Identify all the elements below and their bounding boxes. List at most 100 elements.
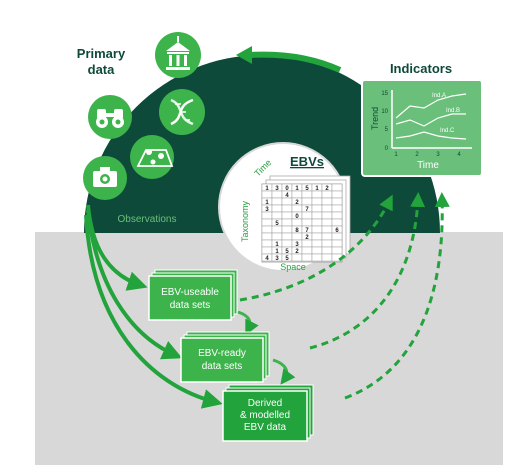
grid-cell-value: 5 (305, 186, 309, 192)
grid-cell (281, 225, 293, 234)
grid-cell-value: 1 (275, 249, 279, 255)
grid-cell (331, 239, 343, 248)
grid-cell (271, 225, 283, 234)
grid-cell (281, 218, 293, 227)
indicator-chart: Trend Time 0 5 10 15 1 2 3 4 Ind.A Ind.B… (361, 79, 483, 177)
grid-cell-value: 3 (265, 207, 269, 213)
indicator-series-label: Ind.A (432, 93, 446, 99)
indicator-ylabel: Trend (370, 107, 380, 130)
grid-cell (261, 211, 273, 220)
derived-line2: & modelled (240, 410, 290, 421)
grid-cell-value: 5 (285, 249, 289, 255)
grid-cell-value: 0 (295, 214, 299, 220)
ebv-ready-line1: EBV-ready (198, 348, 246, 359)
indicators-title: Indicators (390, 61, 452, 76)
grid-cell (311, 204, 323, 213)
indicator-ytick: 0 (385, 146, 389, 152)
grid-cell (311, 211, 323, 220)
grid-cell-value: 1 (275, 242, 279, 248)
dna-icon (159, 89, 205, 135)
derived-line3: EBV data (244, 422, 287, 433)
grid-cell (331, 190, 343, 199)
grid-cell (281, 232, 293, 241)
taxonomy-axis-label: Taxonomy (240, 200, 250, 242)
grid-cell (331, 204, 343, 213)
primary-data-title-line2: data (88, 62, 116, 77)
grid-cell-value: 8 (295, 228, 299, 234)
grid-cell (301, 246, 313, 255)
grid-cell (321, 211, 333, 220)
grid-cell (281, 239, 293, 248)
dashed-arrow-3 (344, 192, 450, 400)
observations-label: Observations (118, 214, 177, 225)
grid-cell (261, 225, 273, 234)
grid-cell (331, 197, 343, 206)
museum-icon (155, 32, 201, 78)
grid-cell (331, 183, 343, 192)
grid-cell (281, 204, 293, 213)
grid-cell (301, 253, 313, 262)
grid-cell-value: 1 (295, 186, 299, 192)
grid-cell (301, 218, 313, 227)
grid-cell (291, 232, 303, 241)
grid-cell (301, 211, 313, 220)
grid-cell-value: 2 (295, 249, 299, 255)
grid-cell (291, 253, 303, 262)
grid-cell-value: 1 (265, 200, 269, 206)
grid-cell (311, 218, 323, 227)
grid-cell (321, 218, 333, 227)
indicator-line-c (395, 131, 467, 140)
grid-cell-value: 3 (275, 256, 279, 262)
indicator-xtick: 1 (394, 152, 398, 158)
grid-cell-value: 3 (275, 186, 279, 192)
step-arrow-1 (237, 310, 259, 336)
grid-cell (311, 246, 323, 255)
camera-icon (83, 156, 127, 200)
grid-cell (311, 232, 323, 241)
map-pins-icon (130, 135, 174, 179)
grid-cell (301, 190, 313, 199)
grid-cell (331, 211, 343, 220)
grid-cell (321, 239, 333, 248)
grid-cell (301, 239, 313, 248)
grid-cell-value: 1 (315, 186, 319, 192)
grid-cell-value: 7 (305, 228, 309, 234)
ebvs-title: EBVs (290, 154, 324, 169)
grid-cell (311, 253, 323, 262)
grid-cell (271, 211, 283, 220)
derived-line1: Derived (248, 398, 282, 409)
ebv-ready-line2: data sets (202, 361, 243, 372)
grid-cell (321, 190, 333, 199)
indicator-line-b (395, 113, 466, 127)
grid-cell-value: 5 (285, 256, 289, 262)
grid-cell-value: 3 (295, 242, 299, 248)
grid-cell (261, 239, 273, 248)
indicator-xtick: 3 (436, 152, 440, 158)
grid-cell (331, 218, 343, 227)
grid-cell-value: 5 (275, 221, 279, 227)
indicator-series-label: Ind.C (440, 128, 455, 134)
step-arrow-2 (272, 358, 296, 385)
indicator-xlabel: Time (417, 160, 439, 171)
grid-cell (321, 225, 333, 234)
grid-cell-value: 6 (335, 228, 339, 234)
indicator-series-label: Ind.B (446, 108, 460, 114)
grid-cell-value: 2 (325, 186, 329, 192)
ebv-useable-box: EBV-useable data sets (148, 269, 238, 321)
grid-cell-value: 4 (265, 256, 269, 262)
grid-cell (331, 232, 343, 241)
grid-cell (311, 239, 323, 248)
grid-cell (271, 190, 283, 199)
derived-ebv-box: Derived & modelled EBV data (222, 384, 314, 442)
grid-cell (281, 211, 293, 220)
grid-cell (271, 197, 283, 206)
indicator-xtick: 4 (457, 152, 461, 158)
grid-cell (281, 197, 293, 206)
grid-cell-value: 0 (285, 186, 289, 192)
grid-cell (261, 218, 273, 227)
grid-cell (321, 204, 333, 213)
grid-cell (291, 218, 303, 227)
grid-cell (321, 246, 333, 255)
